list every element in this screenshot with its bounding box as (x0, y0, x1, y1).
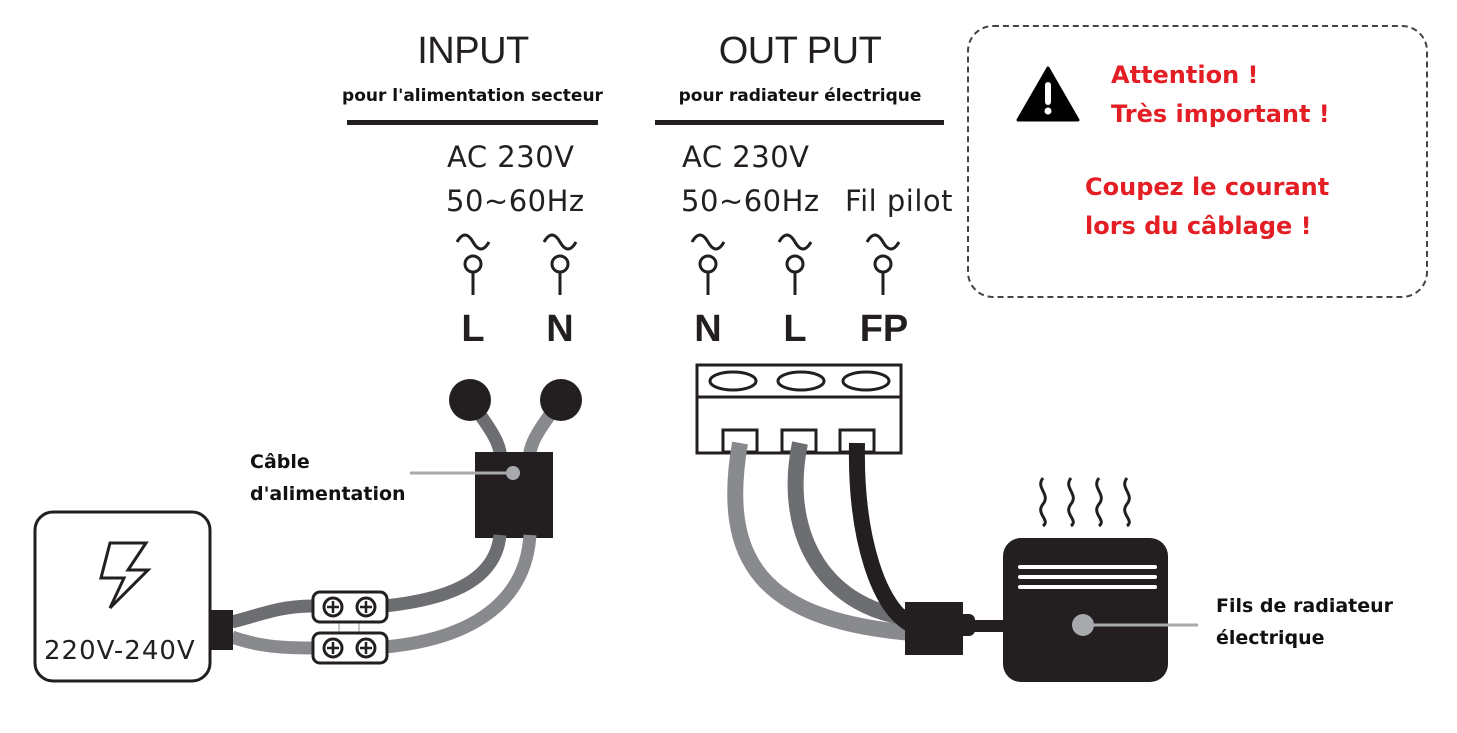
warning-line-1: Attention ! (1111, 61, 1259, 89)
warning-line-2: Très important ! (1111, 100, 1330, 128)
warning-line-4: lors du câblage ! (1085, 212, 1312, 240)
input-terminal-l: L (461, 308, 485, 350)
input-divider (347, 120, 598, 125)
output-terminal-block (695, 363, 903, 455)
output-spec-voltage: AC 230V (682, 140, 810, 174)
cable-sleeve (475, 452, 553, 538)
terminal-screw-l (776, 370, 826, 392)
input-subtitle: pour l'alimentation secteur (342, 86, 603, 106)
power-cable-label-line-1: Câble (250, 451, 310, 473)
output-terminal-symbol-fp (865, 233, 901, 295)
output-spec-frequency: 50~60Hz (681, 184, 820, 218)
input-terminal-symbol-l (455, 233, 491, 295)
warning-box (967, 25, 1428, 298)
output-subtitle: pour radiateur électrique (678, 86, 922, 106)
output-spec-pilot: Fil pilot (845, 184, 954, 218)
lightning-bolt-icon (99, 541, 152, 610)
power-cable (229, 379, 582, 655)
ac-wave-icon (542, 233, 578, 251)
heat-waves-icon (1039, 477, 1131, 528)
ac-wave-icon (865, 233, 901, 251)
ring-terminal-l (449, 379, 491, 421)
output-terminal-symbol-l (777, 233, 813, 295)
input-spec-voltage: AC 230V (447, 140, 575, 174)
output-terminal-l: L (783, 308, 807, 350)
output-terminal-n: N (694, 308, 722, 350)
radiator-wires-label-line-1: Fils de radiateur (1216, 595, 1394, 617)
ac-wave-icon (777, 233, 813, 251)
output-title: OUT PUT (718, 30, 882, 72)
output-divider (655, 120, 944, 125)
input-title: INPUT (417, 30, 529, 72)
power-plug (210, 610, 233, 650)
output-terminal-fp: FP (859, 308, 909, 350)
ac-wave-icon (690, 233, 726, 251)
ac-wave-icon (455, 233, 491, 251)
ring-terminal-n (540, 379, 582, 421)
input-terminal-symbol-n (542, 233, 578, 295)
warning-triangle-icon (1016, 66, 1080, 122)
output-terminal-symbol-n (690, 233, 726, 295)
power-source-box (33, 510, 233, 683)
screw-connector-bottom (311, 631, 389, 665)
screw-connector-top (311, 590, 389, 624)
terminal-screw-n (708, 370, 758, 392)
wire-grommet (905, 602, 963, 655)
terminal-screw-fp (841, 370, 891, 392)
input-spec-frequency: 50~60Hz (446, 184, 585, 218)
radiator-wires (727, 441, 1010, 655)
power-source-voltage: 220V-240V (44, 636, 196, 666)
warning-line-3: Coupez le courant (1085, 173, 1330, 201)
power-cable-label-line-2: d'alimentation (250, 483, 406, 505)
radiator-wires-label-line-2: électrique (1216, 627, 1325, 649)
input-terminal-n: N (546, 308, 574, 350)
radiator-icon (1003, 477, 1198, 682)
